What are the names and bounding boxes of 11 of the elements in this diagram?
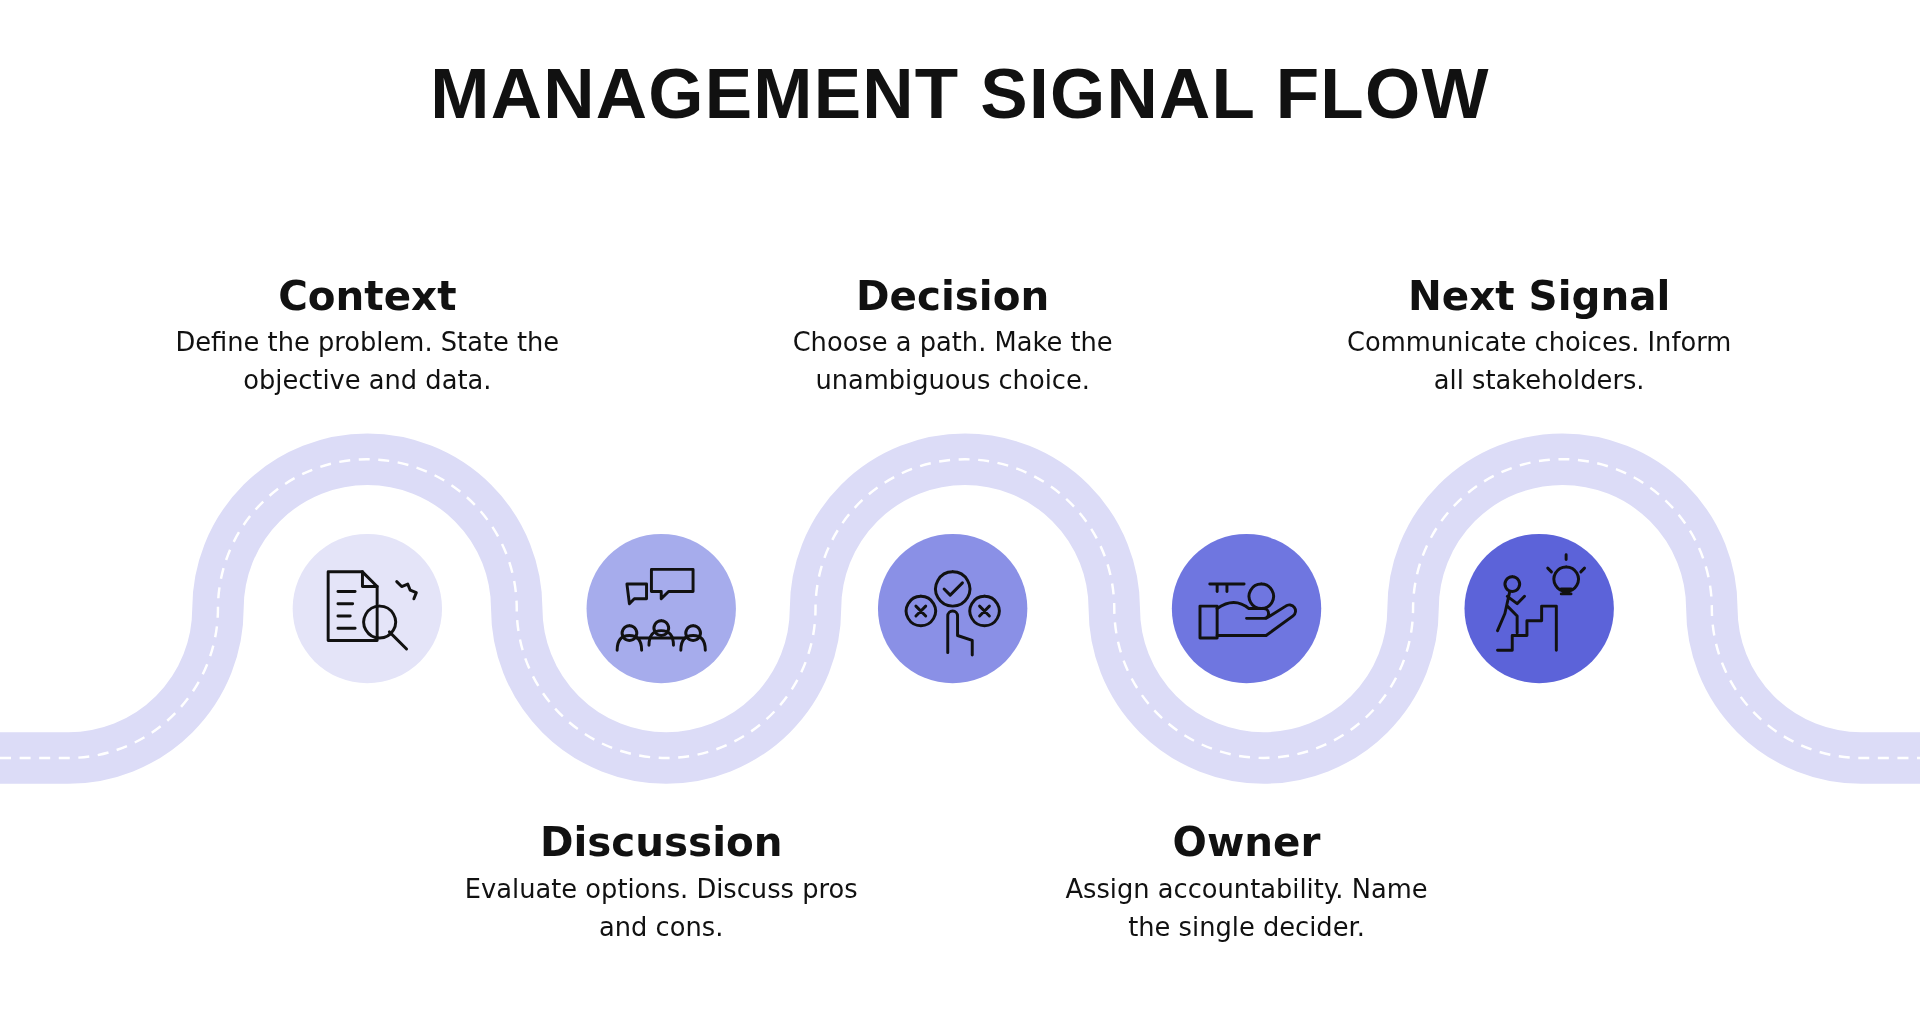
step-heading: Discussion	[539, 817, 783, 866]
step-description: Communicate choices. Inform all stakeholders.	[1346, 327, 1733, 398]
step-description: Choose a path. Make the unambiguous choice.	[791, 327, 1114, 398]
step-heading: Next Signal	[1407, 271, 1671, 320]
title: MANAGEMENT SIGNAL FLOW	[429, 51, 1491, 134]
step-heading: Context	[278, 271, 457, 320]
step-description: Evaluate options. Discuss pros and cons.	[463, 873, 859, 944]
step-description: Define the problem. State the objective and data.	[174, 327, 561, 398]
step-description: Assign accountability. Name the single decider.	[1064, 873, 1429, 944]
step-heading: Owner	[1172, 817, 1321, 866]
step-heading: Decision	[856, 271, 1050, 320]
